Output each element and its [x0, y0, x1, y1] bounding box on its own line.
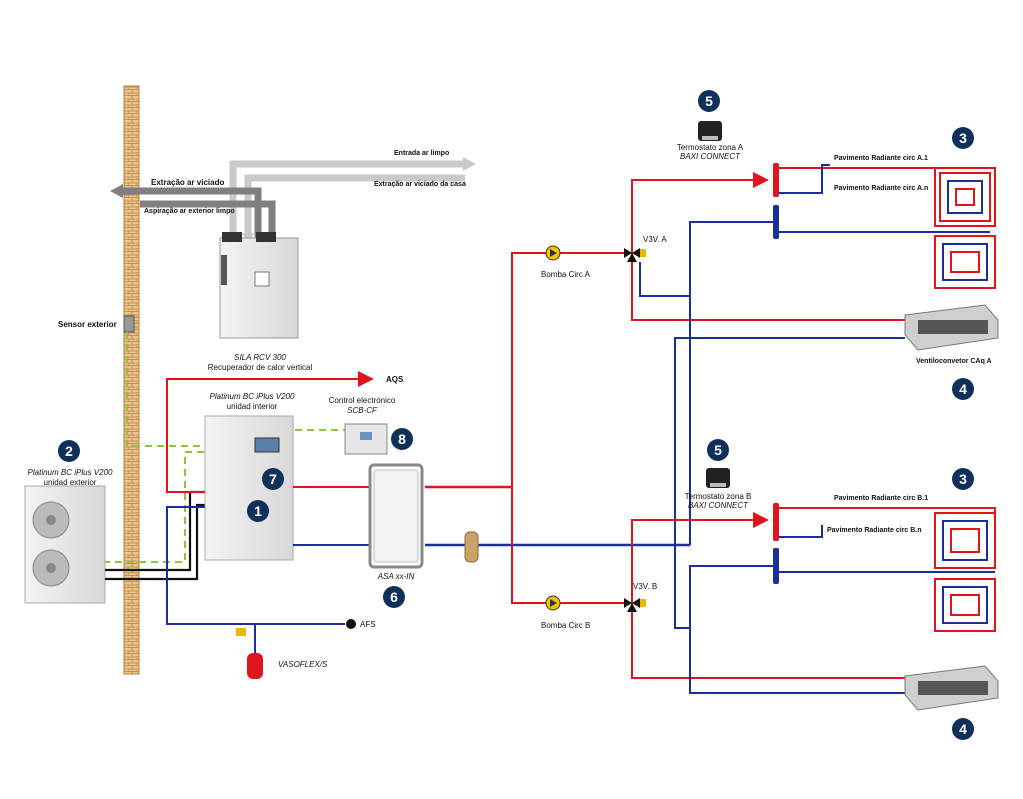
badge-floor-a: 3	[952, 127, 974, 149]
zone-b-pipes	[511, 487, 905, 694]
sila-rcv-unit	[219, 232, 299, 339]
control-title: Control electrónico	[328, 396, 396, 405]
indoor-unit	[204, 415, 294, 561]
badge-floor-b: 3	[952, 468, 974, 490]
badge-control: 8	[391, 428, 413, 450]
badge-thermostat-b: 5	[707, 439, 729, 461]
label-afs: AFS	[360, 620, 376, 629]
manifold-b-return	[773, 548, 779, 584]
pump-a	[545, 245, 561, 261]
badge-thermostat-a: 5	[698, 90, 720, 112]
thermostat-a-model: BAXI CONNECT	[679, 152, 740, 161]
floor-loop-b1	[779, 507, 996, 573]
floor-loop-bn	[779, 525, 996, 632]
badge-fancoil-b: 4	[952, 718, 974, 740]
ventilation-ducts	[110, 157, 476, 245]
pump-b	[545, 595, 561, 611]
manifold-a-supply	[773, 163, 779, 197]
control-model: SCB-CF	[347, 406, 377, 415]
valve-a-label: V3V. A	[643, 235, 667, 244]
sila-unit-desc: Recuperador de calor vertical	[207, 363, 313, 372]
label-stale-air-extract: Extração ar viciado	[151, 178, 225, 187]
badge-control-panel: 7	[262, 468, 284, 490]
outdoor-unit	[24, 485, 106, 604]
zone-a-pipes	[511, 172, 905, 545]
outdoor-unit-model: Platinum BC iPlus V200	[27, 468, 113, 477]
label-aqs: AQS	[386, 375, 404, 384]
valve-b-label: V3V. B	[633, 582, 658, 591]
thermostat-b-title: Termostato zona B	[684, 492, 752, 501]
thermostat-a-title: Termostato zona A	[676, 143, 744, 152]
sila-unit-model: SILA RCV 300	[234, 353, 286, 362]
valve-b	[624, 598, 646, 612]
floor-loop-an	[779, 164, 996, 289]
label-stale-air-house: Extração ar viciado da casa	[374, 181, 466, 188]
label-sensor-exterior: Sensor exterior	[58, 320, 117, 329]
outdoor-unit-desc: unidad exterior	[43, 478, 97, 487]
buffer-tank	[368, 463, 424, 569]
manifold-a-return	[773, 205, 779, 239]
expansion-model: VASOFLEX/S	[278, 660, 328, 669]
valve-a	[624, 248, 646, 262]
fancoil-a	[904, 304, 999, 351]
fancoil-b	[904, 665, 999, 711]
building-wall	[123, 85, 140, 675]
expansion-vessel	[236, 628, 263, 679]
buffer-model: ASA xx-IN	[377, 572, 415, 581]
floor-an-label: Pavimento Radiante circ A.n	[834, 185, 929, 192]
indoor-unit-desc: unidad interior	[226, 402, 278, 411]
badge-buffer: 6	[383, 586, 405, 608]
floor-bn-label: Pavimento Radiante circ B.n	[827, 527, 922, 534]
badge-indoor-unit: 1	[247, 500, 269, 522]
pump-a-label: Bomba Circ A	[541, 270, 590, 279]
dirt-separator	[464, 531, 479, 563]
badge-fancoil-a: 4	[952, 378, 974, 400]
floor-a1-label: Pavimento Radiante circ A.1	[834, 155, 928, 162]
floor-loop-a1	[779, 167, 996, 233]
fancoil-a-label: Ventiloconvetor CAq A	[916, 358, 992, 365]
pump-b-label: Bomba Circ B	[541, 621, 591, 630]
sensor-exterior-box	[123, 315, 135, 333]
control-box	[344, 423, 388, 455]
floor-b1-label: Pavimento Radiante circ B.1	[834, 495, 929, 502]
thermostat-b	[706, 468, 730, 488]
label-fresh-air-intake: Aspiração ar exterior limpo	[144, 208, 235, 215]
refrigerant-lines	[105, 490, 205, 581]
badge-outdoor-unit: 2	[58, 440, 80, 462]
afs-connection	[346, 619, 356, 629]
indoor-unit-model: Platinum BC iPlus V200	[209, 392, 295, 401]
thermostat-a	[698, 121, 722, 141]
thermostat-b-model: BAXI CONNECT	[687, 501, 748, 510]
manifold-b-supply	[773, 503, 779, 541]
label-fresh-air-in: Entrada ar limpo	[394, 150, 450, 157]
